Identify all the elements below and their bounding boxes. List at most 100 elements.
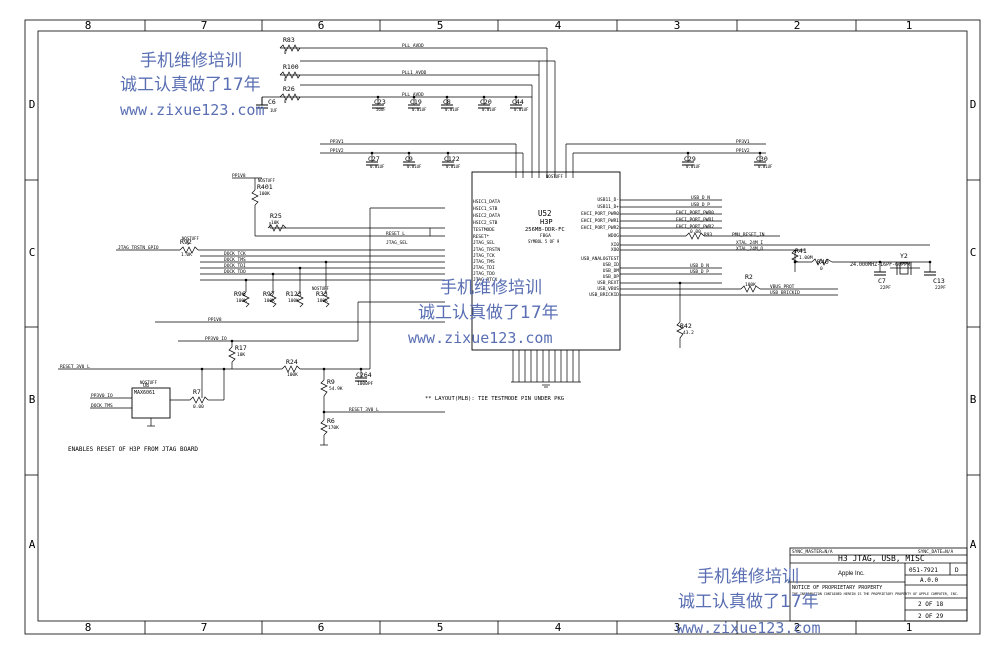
net-usb-d-p-2: USB_D_P [690,269,709,275]
r401-symbol [251,189,259,206]
c9-ref: C9 [405,155,413,163]
net-dock-tms-2: DOCK_TMS [91,403,113,409]
zone-top-6: 6 [318,19,325,32]
nostuff-u8: NOSTUFF [140,380,157,385]
net-pp3v0-io-2: PP3V0_IO [91,393,113,399]
y2-value: 24.000MHZ-16PF-60PPM [850,262,910,268]
r17-symbol [228,346,236,363]
zone-left-b: B [29,393,36,406]
zone-top-2: 2 [794,19,801,32]
r97-symbol [269,291,277,308]
r92-value: 1.0K [181,252,192,258]
watermark-3-line1: 手机维修培训 [697,567,799,587]
nostuff-r33: NOSTUFF [312,286,329,291]
r96-ref: R96 [234,290,246,298]
c29-symbol [682,161,694,166]
u52-pin-ehci-pwr2: EHCI_PORT_PWR2 [581,225,619,231]
r6-ref: R6 [327,417,335,425]
u52-pin-xo0: XO0 [611,247,619,253]
u8-value: MAX6061 [134,390,155,396]
u52-pin-xi0: XI0 [611,242,619,248]
net-ehci-pwr2: EHCI_PORT_PWR2 [676,224,714,230]
watermark-1-url: www.zixue123.com [120,101,265,119]
r6-symbol [320,419,328,436]
u52-pin-usb11-dp: USB11_D+ [597,204,619,210]
net-pll1-avdd: PLL1_AVDD [402,70,427,76]
u52-pin-reset: RESET* [473,234,490,240]
c29-value: 0.01UF [686,164,701,169]
zone-bottom-4: 4 [555,621,562,634]
sync-date: SYNC_DATE=N/A [918,549,954,555]
net-pll-avdd-2: PLL_AVDD [402,92,424,98]
u52-sub: FBGA [540,233,551,239]
wires [58,47,931,445]
r26-value: 0 [284,99,287,104]
u52-pin-jtag-sel: JTAG_SEL [473,240,495,246]
r42-ref: R42 [680,322,692,330]
c7-symbol [874,271,886,276]
u52-pin-hsic2-data: HSIC2_DATA [473,213,500,219]
u52-pin-usb-rext: USB_REXT [597,280,619,286]
net-reset-l: RESET_L [386,231,405,237]
u52-pin-usb-id: USB_ID [603,262,620,268]
u52-package: 256MB-DDR-FC [525,227,565,233]
u52-body [471,171,621,351]
zone-top-5: 5 [437,19,444,32]
r401-ref: R401 [257,183,273,191]
u52-chip [471,171,621,351]
u52-pins-left: HSIC1_DATA HSIC1_STB HSIC2_DATA HSIC2_ST… [473,199,500,283]
r7-symbol [189,396,209,404]
r25-value: 10K [271,220,279,226]
zone-top-3: 3 [674,19,681,32]
watermark-3-line2: 诚工认真做了17年 [678,592,819,612]
u52-pin-hsic1-stb: HSIC1_STB [473,206,498,212]
u52-pin-jtag-trstn: JTAG_TRSTN [473,247,500,253]
r17-value: 10K [237,352,245,358]
net-pp3v1-left: PP3V1 [330,139,344,145]
sync-master: SYNC_MASTER=N/A [792,549,833,555]
net-pp1v8-bottom: PP1V8 [208,317,222,323]
c9-symbol [403,161,415,166]
enables-note: ENABLES RESET OF H3P FROM JTAG BOARD [68,446,198,453]
notes: ** LAYOUT(MLB): TIE TESTMODE PIN UNDER P… [68,178,564,453]
net-pll-avdd: PLL_AVDD [402,43,424,49]
c23-ref: C23 [374,98,386,106]
zone-left-a: A [29,538,36,551]
r40-symbol [811,258,833,266]
u52-pin-usb-dm: USB_DM [603,268,620,274]
c6-value: 1UF [270,108,278,113]
r6-value: 170K [328,425,339,431]
nostuff-r92: NOSTUFF [182,236,199,241]
c8-ref: C8 [443,98,451,106]
net-dock-tms: DOCK_TMS [224,257,246,263]
r9-symbol [320,379,328,397]
net-jtag-trstn-gpio: JTAG_TRSTN_GPIO [118,245,159,251]
y2-crystal-symbol [896,262,912,275]
component-labels: R83 0 R100 0 R26 0 C6 1UF C23 56UF C19 0… [134,36,946,431]
c6-symbol [256,97,268,109]
net-ehci-pwr1: EHCI_PORT_PWR1 [676,217,714,223]
y2-ref: Y2 [900,252,908,260]
u52-pin-jtag-tdo: JTAG_TDO [473,271,495,277]
r33-ref: R33 [316,290,328,298]
watermark-2-line1: 手机维修培训 [440,278,542,298]
net-xtal-24m-o: XTAL_24M_O [736,246,763,252]
zone-left-d: D [29,98,36,111]
u8-ref: U8 [143,383,149,389]
c19-value: 0.01UF [412,107,427,112]
r97-value: 100K [264,298,275,304]
r33-symbol [322,291,330,308]
c264-ref: C264 [356,371,372,379]
r40-value: 0 [820,266,823,272]
r96-value: 100K [236,298,247,304]
zone-bottom-5: 5 [437,621,444,634]
u52-pin-jtag-tck: JTAG_TCK [473,253,495,259]
r42-symbol [676,321,684,339]
sheet-number-a: 2 OF 18 [918,601,944,608]
notice-line: THE INFORMATION CONTAINED HEREIN IS THE … [792,592,959,596]
c27-value: 0.01UF [370,164,385,169]
company-name: Apple Inc. [838,571,865,577]
zone-right-b: B [970,393,977,406]
r83-value: 0 [284,50,287,55]
